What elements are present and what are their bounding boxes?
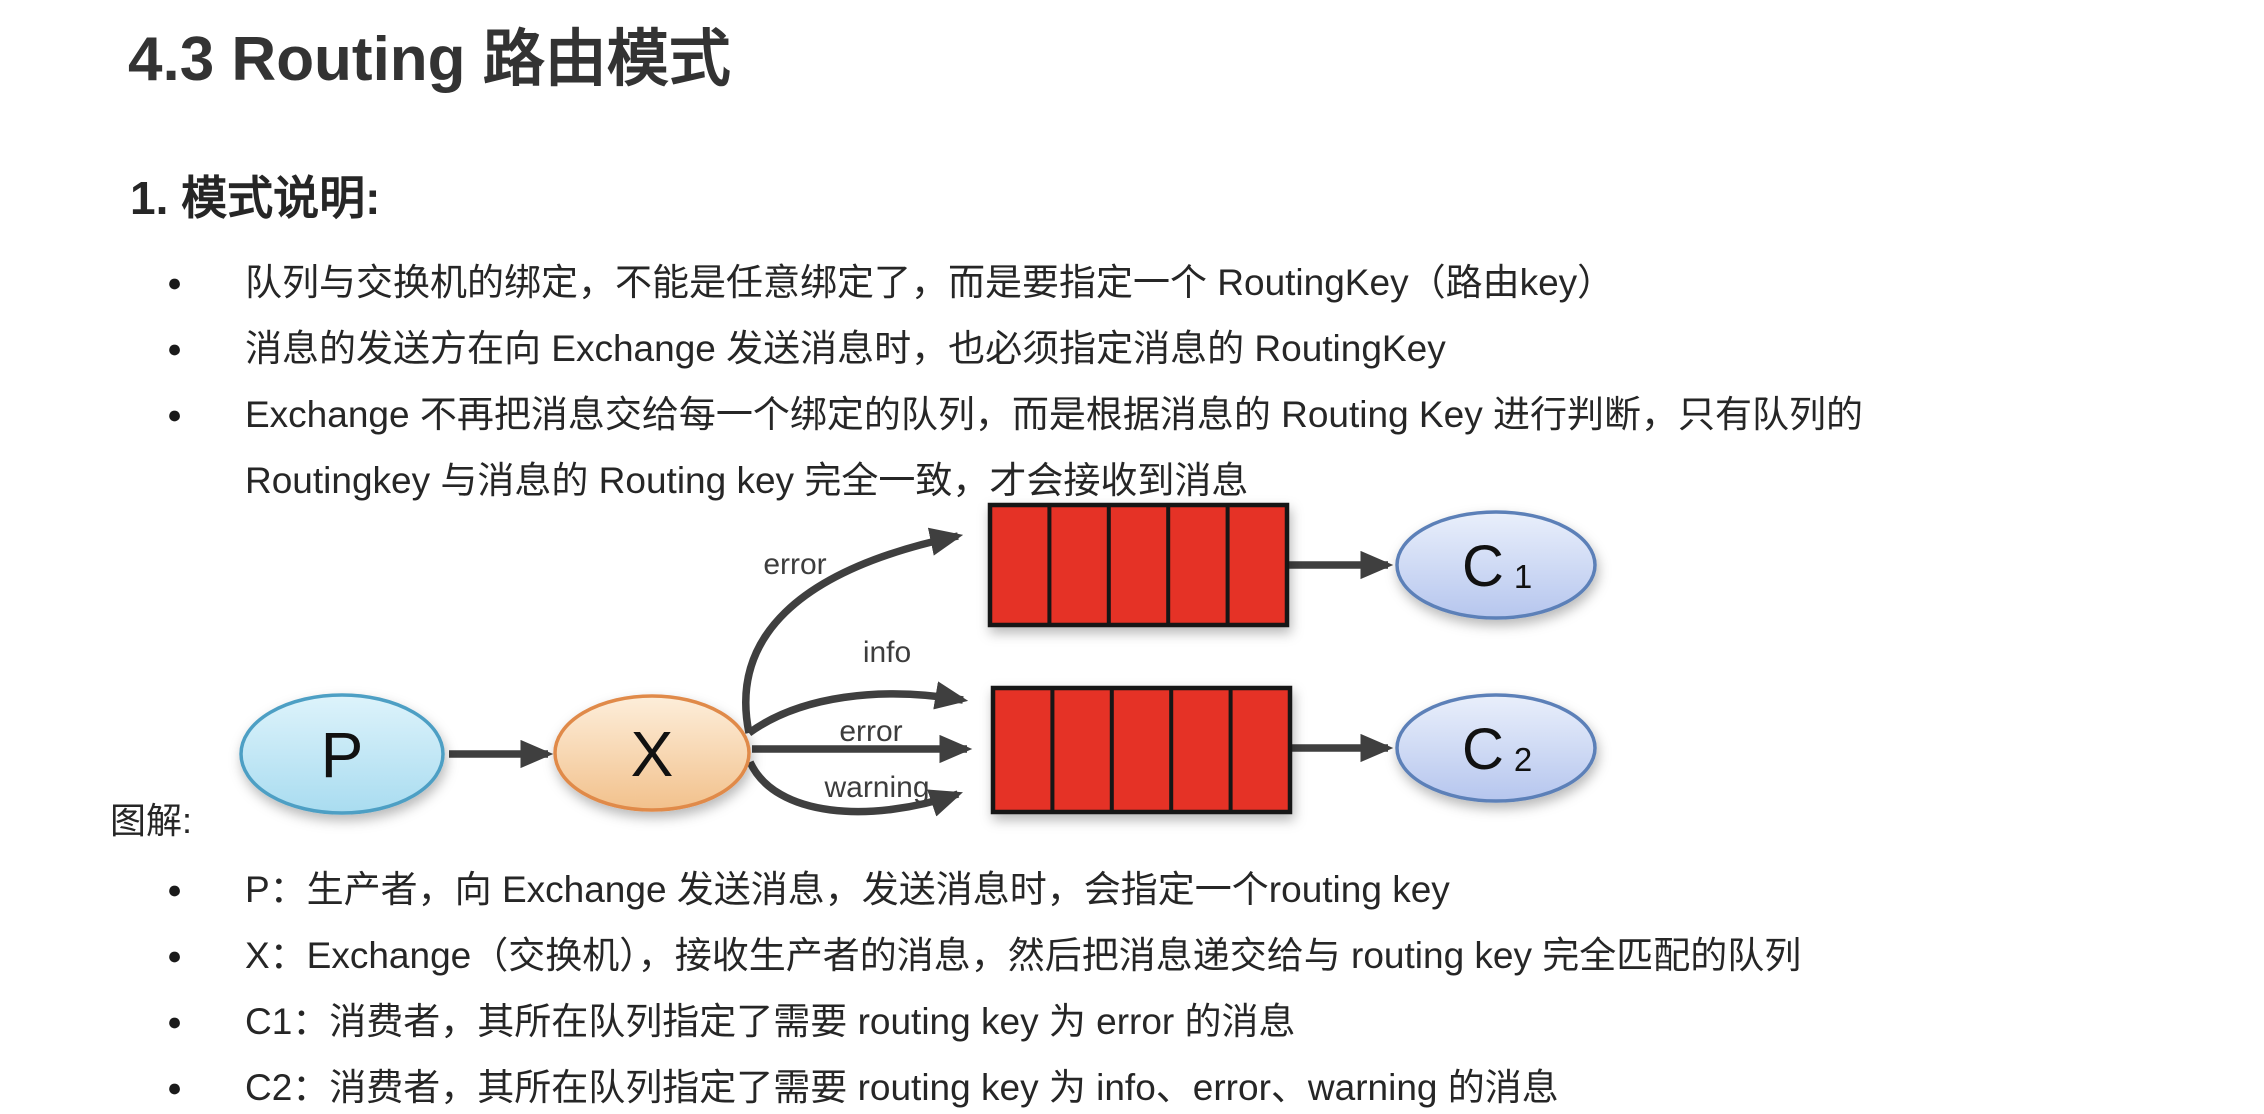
routing-key-label-warning: warning [823, 771, 929, 804]
consumer-1-sub: 1 [1514, 558, 1532, 595]
diagram-arrows [449, 527, 1394, 817]
consumer-2-sub: 2 [1514, 741, 1532, 778]
queue-1 [987, 502, 1290, 628]
exchange-label: X [631, 718, 674, 790]
consumer-2-node: C 2 [1395, 693, 1597, 803]
list-item: C2：消费者，其所在队列指定了需要 routing key 为 info、err… [165, 1055, 1890, 1114]
producer-node: P [239, 693, 445, 815]
mode-description-list: 队列与交换机的绑定，不能是任意绑定了，而是要指定一个 RoutingKey（路由… [165, 250, 1890, 514]
routing-key-labels: error info error warning [763, 548, 929, 804]
producer-label: P [321, 719, 364, 791]
section-heading: 1. 模式说明: [130, 172, 381, 224]
queue-2 [990, 685, 1293, 815]
list-item: C1：消费者，其所在队列指定了需要 routing key 为 error 的消… [165, 989, 1890, 1055]
diagram-caption: 图解: [110, 800, 193, 841]
exchange-node: X [553, 694, 751, 812]
routing-key-label-error-mid: error [839, 715, 902, 748]
arrow-exchange-to-queue1-error [742, 527, 964, 734]
list-item: 消息的发送方在向 Exchange 发送消息时，也必须指定消息的 Routing… [165, 316, 1890, 382]
routing-key-label-info: info [863, 636, 911, 669]
page-title: 4.3 Routing 路由模式 [128, 25, 731, 94]
arrow-exchange-to-queue2-info [746, 681, 969, 737]
list-item: X：Exchange（交换机），接收生产者的消息，然后把消息递交给与 routi… [165, 923, 1890, 989]
list-item: P：生产者，向 Exchange 发送消息，发送消息时，会指定一个routing… [165, 857, 1890, 923]
list-item: Exchange 不再把消息交给每一个绑定的队列，而是根据消息的 Routing… [165, 382, 1890, 514]
consumer-1-label: C [1462, 534, 1504, 599]
diagram-legend-list: P：生产者，向 Exchange 发送消息，发送消息时，会指定一个routing… [165, 857, 1890, 1114]
consumer-1-node: C 1 [1395, 510, 1597, 620]
list-item: 队列与交换机的绑定，不能是任意绑定了，而是要指定一个 RoutingKey（路由… [165, 250, 1890, 316]
consumer-2-label: C [1462, 717, 1504, 782]
routing-key-label-error-top: error [763, 548, 826, 581]
arrow-exchange-to-queue2-warning [746, 760, 963, 817]
